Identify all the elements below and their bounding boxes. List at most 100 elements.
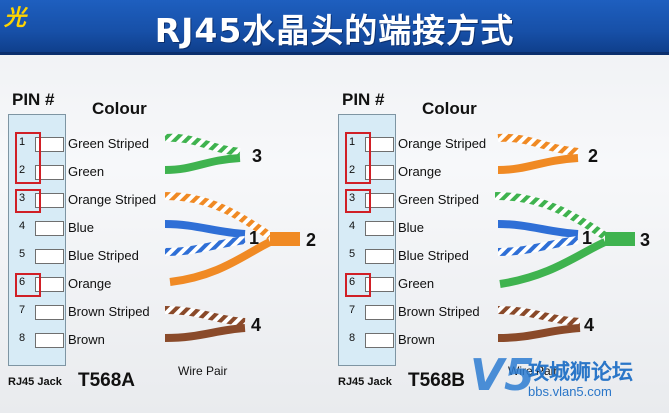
wire-blue-striped (497, 236, 579, 256)
highlight-box-pin-6 (15, 273, 41, 297)
standard-label: T568A (78, 370, 136, 391)
wire-green-striped (494, 192, 608, 240)
pin-slot (365, 277, 394, 292)
wire-blue (497, 220, 579, 238)
pin-slot (365, 221, 394, 236)
pin-number: 2 (18, 164, 26, 176)
pin-row: 7 Brown Striped (330, 302, 650, 322)
pin-slot (35, 137, 64, 152)
pin-row: 7 Brown Striped (0, 302, 320, 322)
pin-number: 5 (18, 248, 26, 260)
pin-colour: Orange (68, 276, 112, 291)
watermark-url: bbs.vlan5.com (528, 384, 612, 399)
pin-slot (365, 249, 394, 264)
pin-row: 8 Brown (330, 330, 650, 350)
pair-number: 3 (640, 230, 651, 250)
panel-t568b: PIN # Colour 1 Orange Striped 2 Orange 3… (330, 86, 650, 396)
pair-number: 2 (588, 146, 599, 166)
pin-slot (365, 165, 394, 180)
pair-number: 2 (306, 230, 317, 250)
pair-number: 4 (584, 315, 595, 335)
highlight-box-pin-3 (15, 189, 41, 213)
title-banner: 光 RJ45水晶头的端接方式 (0, 0, 669, 55)
pin-row: 3 Green Striped (330, 189, 650, 213)
wire-diagram (494, 133, 635, 342)
pin-row: 3 Orange Striped (0, 189, 320, 213)
wire-pair-label: Wire Pair (178, 364, 228, 378)
wire-green (499, 238, 607, 288)
watermark-mark: V5 (470, 350, 535, 401)
pin-colour: Blue Striped (398, 248, 469, 263)
pin-colour: Brown (398, 332, 435, 347)
pin-header: PIN # (12, 90, 55, 109)
pin-row: 2 Green (0, 162, 320, 182)
wire-pair-label: Wire Pair (508, 364, 558, 378)
pin-number: 8 (348, 332, 356, 344)
pin-colour: Brown Striped (68, 304, 150, 319)
page-title: RJ45水晶头的端接方式 (154, 11, 515, 50)
pin-row: 4 Blue (0, 218, 320, 238)
pin-header: PIN # (342, 90, 385, 109)
pair-number: 3 (252, 146, 263, 166)
wire-orange (497, 154, 579, 174)
pin-slot (35, 165, 64, 180)
watermark-brand: 攻城狮论坛 (528, 361, 633, 384)
pin-colour: Green Striped (68, 136, 149, 151)
pin-number: 6 (348, 276, 356, 288)
pin-row: 1 Green Striped (0, 134, 320, 154)
pin-colour: Orange Striped (398, 136, 487, 151)
corner-glyph: 光 (4, 6, 27, 31)
pin-colour: Blue Striped (68, 248, 139, 263)
pair-number: 1 (582, 228, 593, 248)
watermark-logo: V5 攻城狮论坛 bbs.vlan5.com (470, 350, 669, 413)
standard-label: T568B (408, 370, 466, 391)
pin-number: 6 (18, 276, 26, 288)
wire-green (164, 154, 241, 174)
pin-row: 6 Green (330, 273, 650, 297)
wire-orange (169, 238, 272, 286)
pin-number: 4 (348, 220, 356, 232)
rj45-jack-body (8, 114, 66, 366)
pin-slot (365, 333, 394, 348)
pin-number: 7 (348, 304, 356, 316)
pin-slot (365, 137, 394, 152)
pin-number: 1 (18, 136, 26, 148)
highlight-box-pins-1-2 (345, 132, 371, 184)
pin-slot (365, 193, 394, 208)
pin-colour: Blue (398, 220, 425, 235)
wire-orange-striped (497, 133, 579, 156)
pin-row: 5 Blue Striped (330, 246, 650, 266)
colour-header: Colour (422, 99, 477, 118)
pin-colour: Green (398, 276, 435, 291)
rj45-jack-body (338, 114, 396, 366)
pin-number: 3 (18, 192, 26, 204)
pin-slot (35, 305, 64, 320)
pin-number: 5 (348, 248, 356, 260)
wire-orange-striped (164, 192, 273, 240)
pin-slot (35, 333, 64, 348)
pin-colour: Orange Striped (68, 192, 157, 207)
pin-number: 1 (348, 136, 356, 148)
wire-diagram (164, 133, 300, 342)
pin-colour: Brown Striped (398, 304, 480, 319)
wire-blue-striped (164, 236, 246, 256)
pair-number: 4 (251, 315, 262, 335)
pin-slot (35, 277, 64, 292)
pin-colour: Blue (68, 220, 95, 235)
pin-number: 2 (348, 164, 356, 176)
wire-brown (497, 324, 581, 342)
colour-header: Colour (92, 99, 147, 118)
rj45-jack-label: RJ45 Jack (338, 376, 392, 388)
pin-slot (35, 193, 64, 208)
pin-slot (365, 305, 394, 320)
pin-colour: Brown (68, 332, 105, 347)
wire-blue (164, 220, 246, 238)
wire-brown-striped (164, 306, 246, 326)
pin-row: 6 Orange (0, 273, 320, 297)
pin-colour: Orange (398, 164, 442, 179)
pin-colour: Green (68, 164, 105, 179)
pin-row: 4 Blue (330, 218, 650, 238)
pin-number: 3 (348, 192, 356, 204)
pin-slot (35, 221, 64, 236)
wire-green-striped (164, 133, 241, 156)
